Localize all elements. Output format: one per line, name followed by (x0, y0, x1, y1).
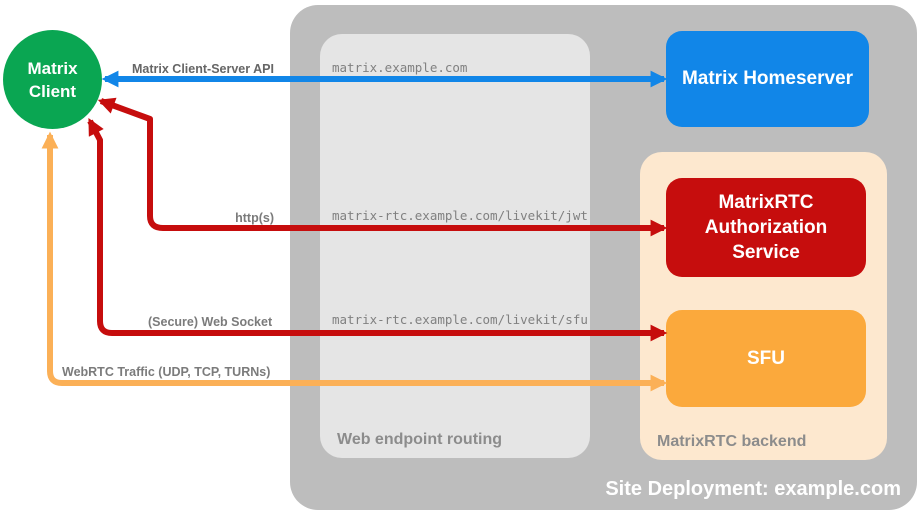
matrixrtc-authorization-service-node: MatrixRTC Authorization Service (666, 178, 866, 277)
endpoint-livekit-sfu: matrix-rtc.example.com/livekit/sfu (332, 312, 588, 327)
https-arrow-label: http(s) (235, 211, 274, 225)
websocket-arrow-label: (Secure) Web Socket (148, 315, 273, 329)
matrix-homeserver-node: Matrix Homeserver (666, 31, 869, 127)
matrix-client-label-line2: Client (28, 81, 77, 101)
matrix-client-node: Matrix Client (3, 30, 102, 129)
web-endpoint-routing-panel: Web endpoint routing (320, 34, 590, 458)
endpoint-matrix-example-com: matrix.example.com (332, 60, 468, 75)
sfu-node: SFU (666, 310, 866, 407)
matrixrtc-backend-label: MatrixRTC backend (657, 433, 807, 450)
client-server-api-arrow-label: Matrix Client-Server API (132, 62, 274, 76)
endpoint-livekit-jwt: matrix-rtc.example.com/livekit/jwt (332, 208, 588, 223)
matrix-client-label-line1: Matrix (27, 58, 78, 78)
site-deployment-label: Site Deployment: example.com (605, 478, 901, 500)
webrtc-traffic-arrow-label: WebRTC Traffic (UDP, TCP, TURNs) (62, 365, 271, 379)
web-endpoint-routing-label: Web endpoint routing (337, 431, 503, 448)
